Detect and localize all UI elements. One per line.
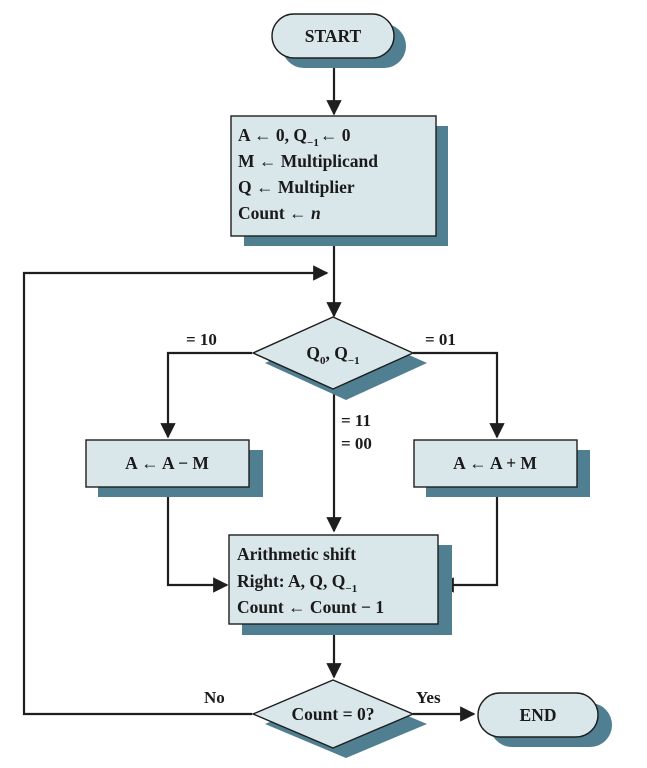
start-shape [271,13,395,59]
subtract-label: A ← A − M [125,453,209,473]
arrow-add-to-shift [438,488,499,593]
branch-label-01: = 01 [425,330,456,349]
init-box: A ← 0, Q−1← 0 M ← Multiplicand Q ← Multi… [230,115,448,246]
init-line-1: A ← 0, Q−1← 0 [238,125,351,149]
branch-label-10: = 10 [186,330,217,349]
decision-q-label: Q0, Q−1 [306,343,359,367]
decision-q-shape [251,316,415,390]
start-label: START [305,26,362,46]
decision-count-shape [251,679,415,749]
decision-q0-q1: Q0, Q−1 [251,316,427,400]
branch-label-no: No [204,688,225,707]
add-box: A ← A + M [413,439,590,497]
init-line-3: Q ← Multiplier [238,177,355,197]
end-label: END [520,705,557,725]
shift-shape [228,534,439,625]
add-shape [413,439,578,488]
branch-label-yes: Yes [416,688,441,707]
arrow-loop-back-no [22,265,329,716]
shift-box: Arithmetic shift Right: A, Q, Q−1 Count … [228,534,452,635]
shift-line-3: Count ← Count − 1 [237,597,384,617]
end-shape [477,692,599,738]
arrow-decision-to-subtract [160,351,252,439]
subtract-box: A ← A − M [85,439,263,497]
start-terminal: START [271,13,406,68]
arrow-subtract-to-shift [166,488,229,593]
add-label: A ← A + M [453,453,537,473]
init-line-4: Count ← n [238,203,321,223]
shift-line-2: Right: A, Q, Q−1 [237,571,357,595]
branch-label-00: = 00 [341,434,372,453]
connectors [22,61,505,722]
decision-count: Count = 0? [251,679,427,758]
subtract-shape [85,439,250,488]
branch-label-11: = 11 [341,411,371,430]
end-terminal: END [477,692,612,747]
arrow-decision-to-add [413,351,505,439]
shift-line-1: Arithmetic shift [237,544,356,564]
init-line-2: M ← Multiplicand [238,151,378,171]
decision-count-label: Count = 0? [292,704,375,724]
init-shape [230,115,437,237]
